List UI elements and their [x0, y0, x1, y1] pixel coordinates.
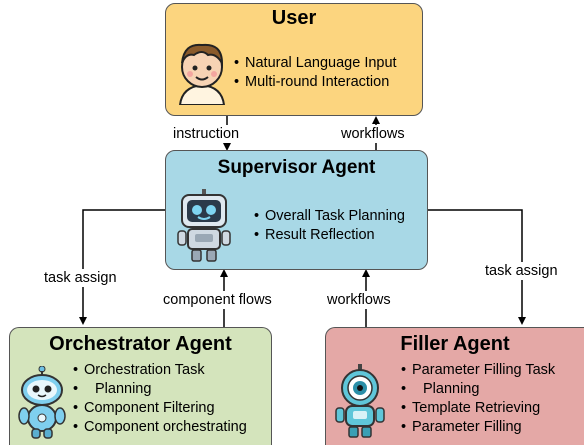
user-title: User — [271, 7, 317, 29]
user-bullet: Multi-round Interaction — [234, 73, 397, 92]
orchestrator-node: Orchestrator Agent Orchestration Task Pl… — [9, 327, 272, 445]
filler-bullets: Parameter Filling Task Planning Template… — [401, 361, 555, 437]
task-assign-right-arrow — [428, 209, 526, 325]
supervisor-node: Supervisor Agent Overall Task Planning R… — [165, 150, 428, 270]
orchestrator-title: Orchestrator Agent — [49, 333, 232, 355]
user-bullets: Natural Language Input Multi-round Inter… — [234, 54, 397, 92]
task-assign-right-label: task assign — [485, 262, 558, 280]
filler-node: Filler Agent Parameter Filling Task Plan… — [325, 327, 584, 445]
robot-avatar-icon — [177, 189, 231, 262]
robot-avatar-icon — [18, 366, 66, 439]
filler-bullet: Template Retrieving — [401, 399, 555, 418]
workflows-up-label: workflows — [341, 125, 405, 143]
supervisor-bullet: Result Reflection — [254, 226, 405, 245]
robot-avatar-icon — [335, 364, 385, 438]
orchestrator-bullet: Component orchestrating — [73, 418, 247, 437]
user-avatar-icon — [178, 43, 226, 105]
supervisor-bullets: Overall Task Planning Result Reflection — [254, 207, 405, 245]
orchestrator-bullets: Orchestration Task Planning Component Fi… — [73, 361, 247, 437]
user-bullet: Natural Language Input — [234, 54, 397, 73]
filler-bullet: Planning — [401, 380, 555, 399]
workflows-mid-label: workflows — [327, 291, 391, 309]
component-flows-label: component flows — [163, 291, 272, 309]
supervisor-title: Supervisor Agent — [217, 157, 376, 178]
filler-bullet: Parameter Filling — [401, 418, 555, 437]
filler-bullet: Parameter Filling Task — [401, 361, 555, 380]
instruction-label: instruction — [173, 125, 240, 143]
orchestrator-bullet: Component Filtering — [73, 399, 247, 418]
user-node: User Natural Language Input Multi-round … — [165, 3, 423, 116]
filler-title: Filler Agent — [400, 333, 510, 355]
orchestrator-bullet: Planning — [73, 380, 247, 399]
task-assign-left-label: task assign — [44, 269, 117, 287]
task-assign-left-arrow — [79, 209, 165, 325]
supervisor-bullet: Overall Task Planning — [254, 207, 405, 226]
orchestrator-bullet: Orchestration Task — [73, 361, 247, 380]
